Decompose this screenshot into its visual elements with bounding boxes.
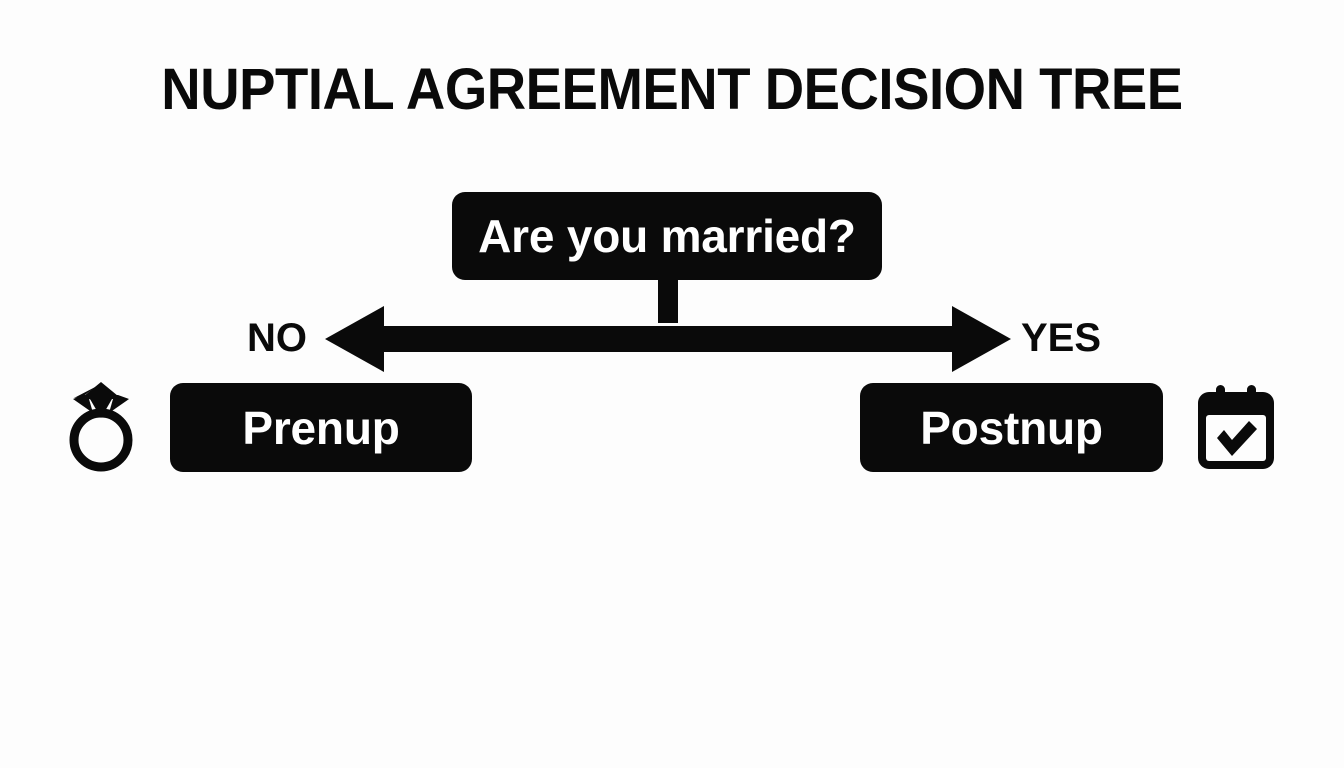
decision-node-are-you-married[interactable]: Are you married? xyxy=(452,192,882,280)
connector-stub xyxy=(658,280,678,323)
decision-node-label: Are you married? xyxy=(478,210,856,262)
branch-label-no: NO xyxy=(247,316,307,360)
outcome-node-postnup[interactable]: Postnup xyxy=(860,383,1163,472)
outcome-node-prenup[interactable]: Prenup xyxy=(170,383,472,472)
outcome-node-prenup-label: Prenup xyxy=(242,401,400,454)
double-arrow-icon xyxy=(325,306,1011,372)
page-title: NUPTIAL AGREEMENT DECISION TREE xyxy=(161,57,1183,122)
branch-label-yes: YES xyxy=(1021,316,1102,360)
calendar-check-icon xyxy=(1198,385,1274,469)
outcome-node-postnup-label: Postnup xyxy=(920,401,1103,454)
diamond-ring-icon xyxy=(69,382,133,472)
